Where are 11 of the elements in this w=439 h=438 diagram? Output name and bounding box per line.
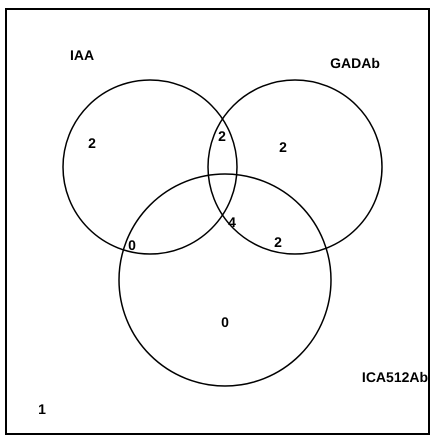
frame-box: [5, 8, 430, 435]
set-label: GADAb: [330, 55, 380, 71]
region-count: 2: [88, 135, 96, 151]
region-count: 2: [279, 139, 287, 155]
set-label: IAA: [70, 47, 94, 63]
region-count: 2: [274, 234, 282, 250]
region-count: 2: [218, 128, 226, 144]
region-count: 0: [221, 314, 229, 330]
set-label: ICA512Ab: [362, 369, 428, 385]
region-count: 0: [128, 237, 136, 253]
outside-count: 1: [38, 401, 46, 417]
